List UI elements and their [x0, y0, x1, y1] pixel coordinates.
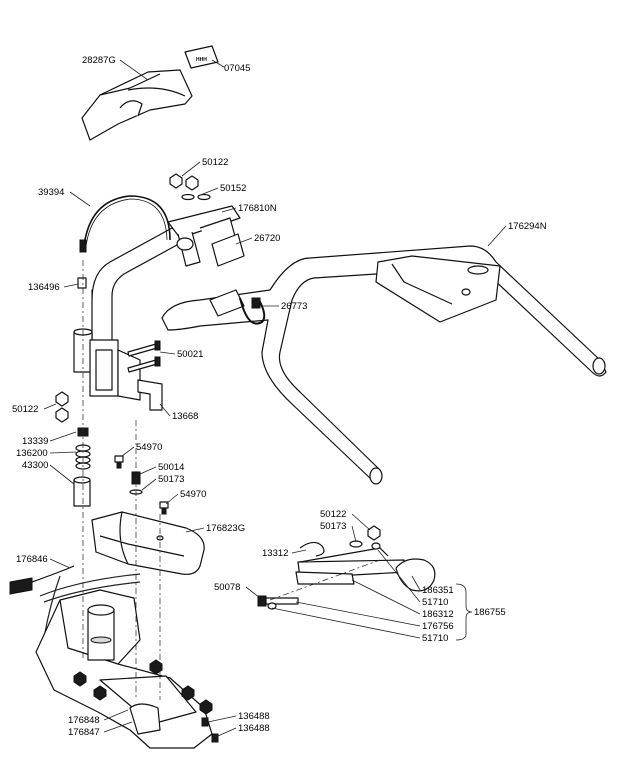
- base-deck: [35, 589, 213, 749]
- label-176756: 176756: [422, 621, 454, 632]
- label-50122-left: 50122: [12, 404, 38, 415]
- label-26720: 26720: [254, 233, 280, 244]
- leader-lines: [43, 59, 507, 737]
- label-186312: 186312: [422, 609, 454, 620]
- label-50122-right: 50122: [320, 509, 346, 520]
- label-176294N: 176294N: [508, 221, 547, 232]
- handlebar-176294N: [161, 245, 607, 485]
- label-50078: 50078: [214, 582, 240, 593]
- label-51710-a: 51710: [422, 597, 448, 608]
- spring-stack: [73, 427, 91, 507]
- assembly-axes: [82, 260, 381, 700]
- label-13339: 13339: [22, 436, 48, 447]
- throttle-cable-39394: [83, 195, 171, 247]
- cable-end: [79, 239, 87, 253]
- bolt-50078: [257, 595, 299, 610]
- label-07045: 07045: [224, 63, 250, 74]
- label-136488-a: 136488: [238, 711, 270, 722]
- decal-07045: HHH: [184, 45, 219, 69]
- clamp-26720: [211, 233, 245, 267]
- nuts-50122-left: [55, 391, 69, 423]
- column-assembly: [73, 328, 141, 401]
- cover-28287G: [81, 69, 193, 141]
- label-50021: 50021: [177, 349, 203, 360]
- decal-label: HHH: [196, 57, 207, 63]
- label-176848: 176848: [68, 715, 100, 726]
- clip-136496: [77, 277, 87, 289]
- hardware-top: [169, 173, 211, 201]
- label-39394: 39394: [38, 187, 64, 198]
- label-43300: 43300: [22, 460, 48, 471]
- label-50122-top: 50122: [202, 157, 228, 168]
- u-bolt-26773: [209, 289, 266, 325]
- label-51710-b: 51710: [422, 633, 448, 644]
- label-26773: 26773: [281, 301, 307, 312]
- label-186755: 186755: [474, 607, 506, 618]
- label-176823G: 176823G: [206, 523, 245, 534]
- label-176847: 176847: [68, 727, 100, 738]
- throttle-cable-inner: [85, 198, 168, 247]
- label-186351: 186351: [422, 585, 454, 596]
- spring-176846: [9, 565, 75, 595]
- label-28287G: 28287G: [82, 55, 116, 66]
- label-136200: 136200: [16, 448, 48, 459]
- bolts-50021: [127, 340, 161, 373]
- callout-labels: 28287G 07045 50122 50152 39394 176810N 2…: [12, 55, 547, 738]
- label-136488-b: 136488: [238, 723, 270, 734]
- bracket-13668: [137, 379, 163, 411]
- shroud-176823G: [91, 511, 205, 575]
- label-50152: 50152: [220, 183, 246, 194]
- label-176810N: 176810N: [238, 203, 277, 214]
- label-54970-a: 54970: [136, 442, 162, 453]
- brake-linkage: [295, 525, 436, 592]
- label-50014: 50014: [158, 462, 184, 473]
- label-50173-a: 50173: [158, 474, 184, 485]
- label-176846: 176846: [16, 554, 48, 565]
- label-13668: 13668: [172, 411, 198, 422]
- label-136496: 136496: [28, 282, 60, 293]
- label-54970-b: 54970: [180, 489, 206, 500]
- label-50173-b: 50173: [320, 521, 346, 532]
- label-13312: 13312: [262, 548, 288, 559]
